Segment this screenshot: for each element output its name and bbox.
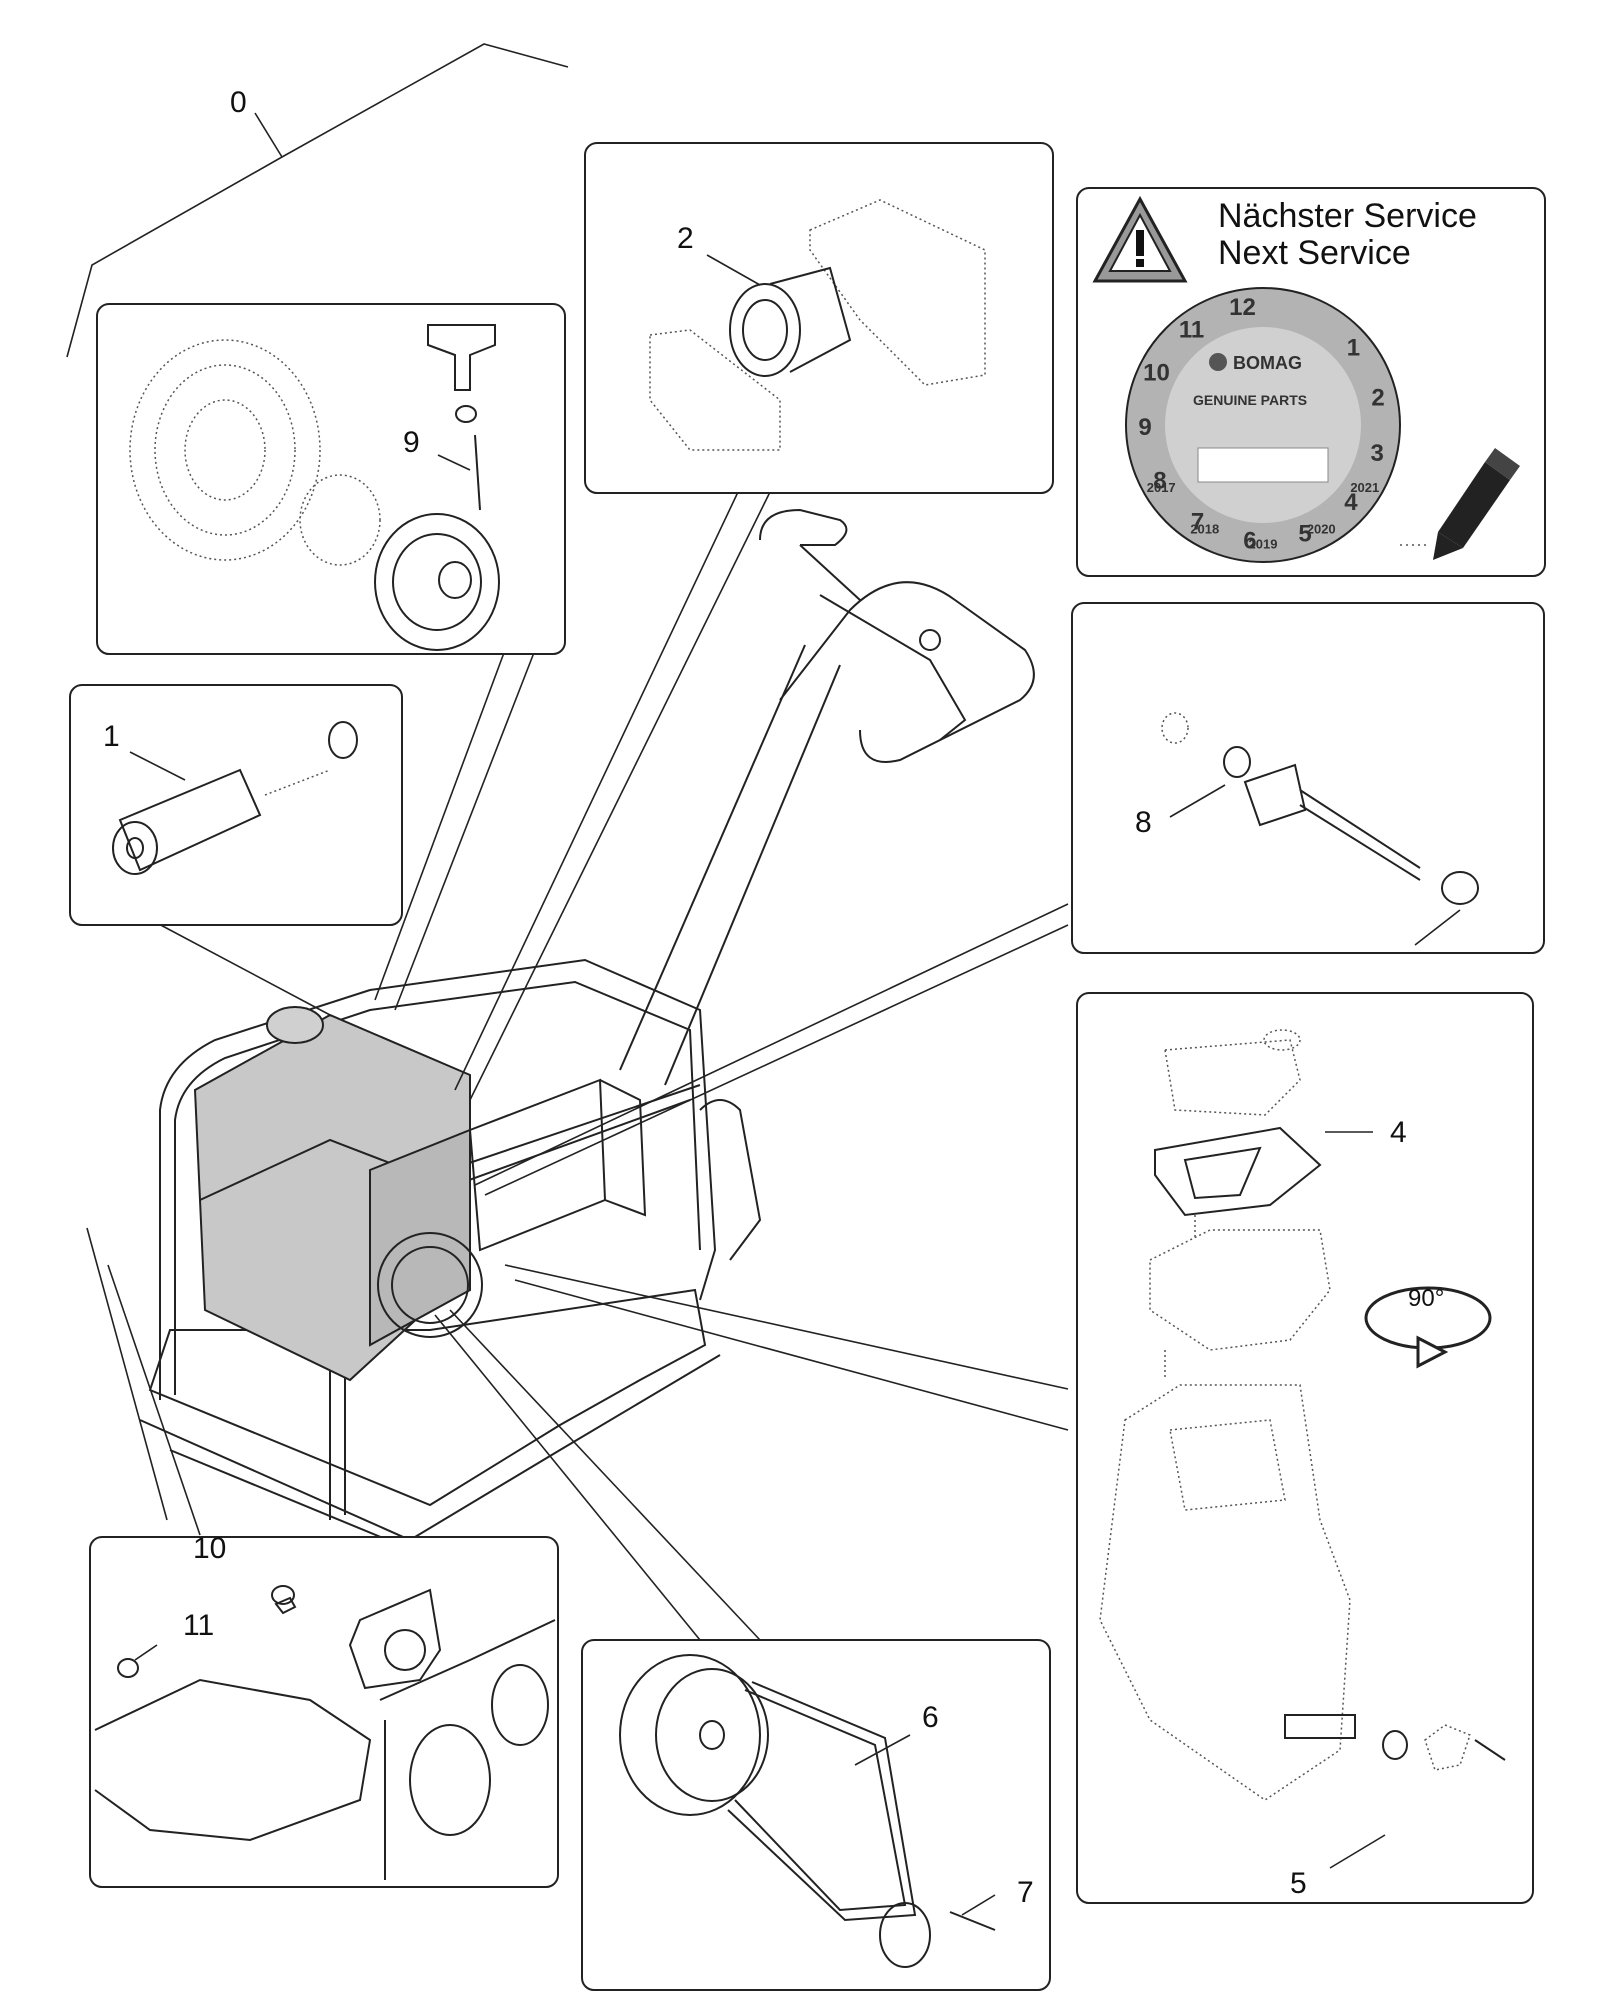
leader-lines xyxy=(86,491,1069,1641)
dial-year-2020: 2020 xyxy=(1307,521,1336,536)
dial-month-6: 6 xyxy=(1243,528,1256,555)
callout-10: 10 xyxy=(193,1532,226,1565)
panel-crankcase xyxy=(1076,992,1534,1904)
callout-8: 8 xyxy=(1135,806,1152,839)
dial-subtitle: GENUINE PARTS xyxy=(1193,392,1307,408)
crankcase-parts xyxy=(1099,1029,1506,1801)
rotate-arrow-icon xyxy=(1364,1286,1492,1369)
panel-belt-drive xyxy=(581,1639,1051,1991)
dial-year-2021: 2021 xyxy=(1350,480,1379,495)
dial-year-2018: 2018 xyxy=(1190,521,1219,536)
dial-year-2019: 2019 xyxy=(1249,536,1278,551)
dial-month-4: 4 xyxy=(1344,489,1358,516)
callout-6: 6 xyxy=(922,1701,939,1734)
panel-air-filter xyxy=(584,142,1054,494)
kit-bracket xyxy=(66,43,569,358)
dial-month-1: 1 xyxy=(1347,335,1360,362)
callout-7: 7 xyxy=(1017,1876,1034,1909)
panel-fuel-filter xyxy=(69,684,403,926)
fuel-filter-parts xyxy=(112,721,358,875)
callout-4: 4 xyxy=(1390,1116,1407,1149)
dial-month-3: 3 xyxy=(1371,440,1384,467)
belt-drive-parts xyxy=(619,1654,996,1968)
dial-month-8: 8 xyxy=(1153,468,1166,495)
dial-month-5: 5 xyxy=(1298,521,1311,548)
dial-month-11: 11 xyxy=(1179,316,1204,343)
service-label-de: Nächster Service xyxy=(1218,197,1477,235)
callout-2: 2 xyxy=(677,222,694,255)
air-filter-parts xyxy=(649,199,986,451)
rotation-label: 90° xyxy=(1408,1285,1444,1312)
dial-month-9: 9 xyxy=(1138,414,1151,441)
callout-9: 9 xyxy=(403,426,420,459)
panel-mounts xyxy=(89,1536,559,1888)
dial-month-12: 12 xyxy=(1229,294,1256,321)
callout-11: 11 xyxy=(183,1609,214,1642)
dial-month-7: 7 xyxy=(1191,509,1204,536)
dial-month-2: 2 xyxy=(1371,384,1384,411)
callout-0: 0 xyxy=(230,86,247,119)
service-label-en: Next Service xyxy=(1218,234,1411,272)
mount-parts xyxy=(94,1585,556,1880)
callout-1: 1 xyxy=(103,720,120,753)
bomag-logo-icon xyxy=(1209,353,1227,371)
callout-5: 5 xyxy=(1290,1867,1307,1900)
dial-month-10: 10 xyxy=(1143,360,1170,387)
warning-triangle-icon xyxy=(1092,195,1188,283)
dial-year-2017: 2017 xyxy=(1147,480,1176,495)
panel-exhaust-pipe xyxy=(1071,602,1545,954)
panel-recoil-starter xyxy=(96,303,566,655)
dial-brand: BOMAG xyxy=(1233,353,1302,373)
compactor-machine xyxy=(139,508,1035,1546)
exhaust-pipe-parts xyxy=(1161,712,1479,905)
pencil-icon xyxy=(1400,448,1520,560)
recoil-starter-parts xyxy=(129,324,500,651)
